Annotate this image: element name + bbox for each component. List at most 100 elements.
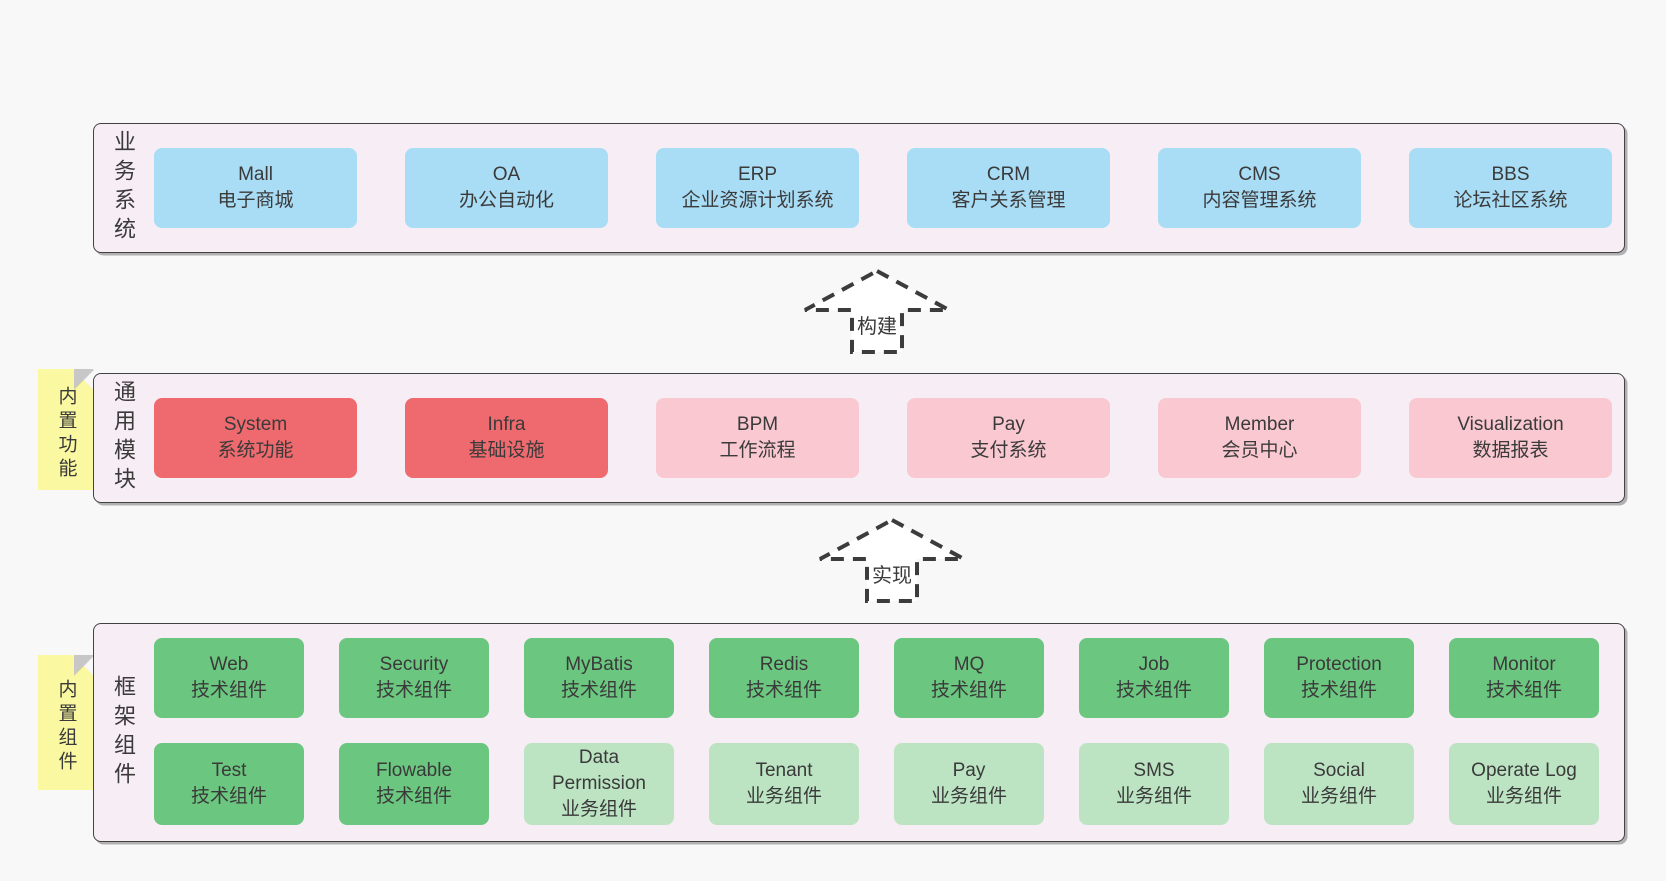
- component-desc: 办公自动化: [458, 190, 554, 211]
- component-name: BBS: [1491, 163, 1530, 185]
- folded-corner-icon: [74, 369, 94, 389]
- component-name: Data Permission: [552, 746, 646, 794]
- component-name: System: [223, 413, 288, 435]
- component-name: Tenant: [755, 759, 813, 781]
- component-desc: 技术组件: [560, 680, 637, 701]
- component-box-oa: OA 办公自动化: [405, 148, 608, 228]
- component-desc: 系统功能: [217, 440, 294, 461]
- component-desc: 技术组件: [745, 680, 822, 701]
- component-box-member: Member 会员中心: [1158, 398, 1361, 478]
- component-box-mall: Mall 电子商城: [154, 148, 357, 228]
- component-desc: 技术组件: [375, 786, 452, 807]
- component-box-crm: CRM 客户关系管理: [907, 148, 1110, 228]
- component-box-security: Security 技术组件: [339, 638, 489, 718]
- component-desc: 业务组件: [1485, 786, 1562, 807]
- component-box-operate-log: Operate Log 业务组件: [1449, 743, 1599, 825]
- component-name: Operate Log: [1471, 759, 1577, 781]
- band-boxes: Mall 电子商城 OA 办公自动化 ERP 企业资源计划系统 CRM 客户关系管理 CMS 内容…: [154, 148, 1612, 228]
- sticky-note-label: 内置组件: [55, 678, 77, 775]
- component-name: Redis: [759, 653, 809, 675]
- component-box-mq: MQ 技术组件: [894, 638, 1044, 718]
- component-box-web: Web 技术组件: [154, 638, 304, 718]
- component-name: CRM: [986, 163, 1031, 185]
- component-box-data-permission: Data Permission 业务组件: [524, 743, 674, 825]
- component-desc: 电子商城: [217, 190, 294, 211]
- component-desc: 业务组件: [930, 786, 1007, 807]
- build-arrow: 构建: [802, 267, 952, 355]
- component-desc: 支付系统: [970, 440, 1047, 461]
- component-name: Flowable: [375, 759, 453, 781]
- component-box-pay: Pay 业务组件: [894, 743, 1044, 825]
- component-desc: 企业资源计划系统: [681, 190, 834, 211]
- component-name: SMS: [1133, 759, 1175, 781]
- component-name: Security: [379, 653, 449, 675]
- component-desc: 技术组件: [930, 680, 1007, 701]
- component-box-bpm: BPM 工作流程: [656, 398, 859, 478]
- component-box-system: System 系统功能: [154, 398, 357, 478]
- component-box-test: Test 技术组件: [154, 743, 304, 825]
- component-box-visualization: Visualization 数据报表: [1409, 398, 1612, 478]
- component-desc: 业务组件: [560, 799, 637, 821]
- component-desc: 业务组件: [1115, 786, 1192, 807]
- component-name: Monitor: [1492, 653, 1556, 675]
- component-box-infra: Infra 基础设施: [405, 398, 608, 478]
- component-name: Member: [1224, 413, 1295, 435]
- component-desc: 会员中心: [1221, 440, 1298, 461]
- component-desc: 技术组件: [190, 786, 267, 807]
- component-name: Pay: [992, 413, 1025, 435]
- component-name: Web: [209, 653, 249, 675]
- component-desc: 数据报表: [1472, 440, 1549, 461]
- component-desc: 客户关系管理: [951, 190, 1066, 211]
- component-box-redis: Redis 技术组件: [709, 638, 859, 718]
- band-boxes: System 系统功能 Infra 基础设施 BPM 工作流程 Pay 支付系统 Member 会…: [154, 398, 1612, 478]
- component-desc: 技术组件: [375, 680, 452, 701]
- component-desc: 技术组件: [1300, 680, 1377, 701]
- arrow-label: 实现: [869, 559, 915, 588]
- component-box-bbs: BBS 论坛社区系统: [1409, 148, 1612, 228]
- sticky-note-built-in-components: 内置组件: [38, 655, 94, 790]
- sticky-note-label: 内置功能: [55, 385, 77, 482]
- component-name: Test: [211, 759, 247, 781]
- component-desc: 技术组件: [1115, 680, 1192, 701]
- component-name: Mall: [238, 163, 273, 185]
- component-name: BPM: [736, 413, 779, 435]
- component-desc: 技术组件: [1485, 680, 1562, 701]
- band-common-modules: 通用模块 System 系统功能 Infra 基础设施 BPM 工作流程 Pay 支付系统 Me…: [93, 373, 1625, 503]
- component-desc: 业务组件: [745, 786, 822, 807]
- folded-corner-icon: [74, 655, 94, 675]
- component-name: Pay: [952, 759, 986, 781]
- component-box-job: Job 技术组件: [1079, 638, 1229, 718]
- component-desc: 内容管理系统: [1202, 190, 1317, 211]
- component-box-cms: CMS 内容管理系统: [1158, 148, 1361, 228]
- component-desc: 技术组件: [190, 680, 267, 701]
- sticky-note-built-in-features: 内置功能: [38, 369, 94, 490]
- component-desc: 业务组件: [1300, 786, 1377, 807]
- implement-arrow: 实现: [817, 516, 967, 604]
- band-label: 业务系统: [111, 130, 136, 246]
- component-box-erp: ERP 企业资源计划系统: [656, 148, 859, 228]
- component-desc: 论坛社区系统: [1453, 190, 1568, 211]
- component-name: CMS: [1238, 163, 1281, 185]
- component-box-sms: SMS 业务组件: [1079, 743, 1229, 825]
- component-desc: 基础设施: [468, 440, 545, 461]
- component-box-mybatis: MyBatis 技术组件: [524, 638, 674, 718]
- component-name: ERP: [737, 163, 778, 185]
- band-label: 通用模块: [111, 380, 136, 496]
- arrow-label: 构建: [854, 310, 900, 339]
- band-business-systems: 业务系统 Mall 电子商城 OA 办公自动化 ERP 企业资源计划系统 CRM 客户关系管理…: [93, 123, 1625, 253]
- component-name: MyBatis: [565, 653, 633, 675]
- component-desc: 工作流程: [719, 440, 796, 461]
- component-box-monitor: Monitor 技术组件: [1449, 638, 1599, 718]
- component-name: MQ: [953, 653, 985, 675]
- component-name: Visualization: [1457, 413, 1564, 435]
- component-name: Infra: [487, 413, 526, 435]
- component-name: Job: [1138, 653, 1170, 675]
- component-box-pay: Pay 支付系统: [907, 398, 1110, 478]
- component-name: OA: [492, 163, 521, 185]
- component-box-tenant: Tenant 业务组件: [709, 743, 859, 825]
